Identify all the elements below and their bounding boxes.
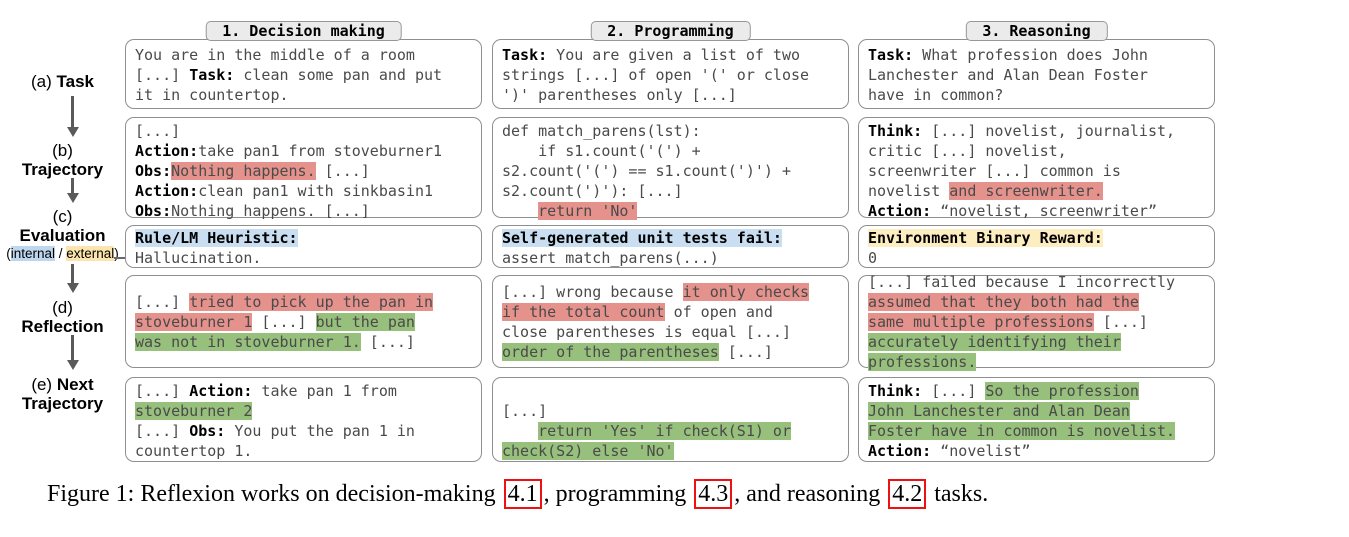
- reflection-text: [...] wrong because it only checks if th…: [502, 282, 810, 361]
- reflection-box-reasoning: [...] failed because I incorrectly assum…: [858, 273, 1215, 371]
- task-box-decision-making: You are in the middle of a room [...] Ta…: [125, 39, 482, 109]
- evaluation-box-decision-making: Rule/LM Heuristic: Hallucination.: [125, 225, 482, 268]
- reflection-text: [...] tried to pick up the pan in stoveb…: [135, 292, 434, 351]
- evaluation-box-programming: Self-generated unit tests fail: assert m…: [492, 225, 849, 268]
- stage-label-task: (a) Task: [31, 72, 94, 91]
- next-trajectory-box-decision-making: [...] Action: take pan 1 from stoveburne…: [125, 377, 482, 462]
- section-ref-link[interactable]: 4.2: [888, 479, 927, 509]
- section-ref-link[interactable]: 4.1: [503, 479, 542, 509]
- reflection-box-decision-making: [...] tried to pick up the pan in stoveb…: [125, 275, 482, 368]
- figure-caption: Figure 1: Reflexion works on decision-ma…: [47, 479, 989, 509]
- next-trajectory-box-reasoning: Think: [...] So the profession John Lanc…: [858, 377, 1215, 462]
- task-box-programming: Task: You are given a list of two string…: [492, 39, 849, 109]
- task-box-reasoning: Task: What profession does John Lanchest…: [858, 39, 1215, 109]
- trajectory-box-programming: def match_parens(lst): if s1.count('(') …: [492, 117, 849, 220]
- stage-label-evaluation: (c) Evaluation: [19, 207, 106, 245]
- flow-arrow-reflection-to-next: [71, 335, 74, 361]
- trajectory-box-decision-making: [...] Action:take pan1 from stoveburner1…: [125, 117, 482, 220]
- column-programming: 2. Programming Task: You are given a lis…: [492, 0, 849, 470]
- column-header-reasoning: 3. Reasoning: [965, 21, 1108, 41]
- flow-arrow-evaluation-to-reflection: [71, 264, 74, 284]
- next-trajectory-box-programming: [...] return 'Yes' if check(S1) or check…: [492, 377, 849, 462]
- evaluation-box-reasoning: Environment Binary Reward: 0: [858, 225, 1215, 268]
- stage-label-reflection: (d) Reflection: [21, 298, 104, 336]
- flow-arrow-trajectory-to-evaluation: [71, 178, 74, 194]
- section-ref-link[interactable]: 4.3: [694, 479, 733, 509]
- flow-arrow-task-to-trajectory: [71, 96, 74, 128]
- trajectory-box-reasoning: Think: [...] novelist, journalist, criti…: [858, 117, 1215, 220]
- column-reasoning: 3. Reasoning Task: What profession does …: [858, 0, 1215, 470]
- stage-sublabel-internal-external: (internal / external): [6, 246, 119, 261]
- stage-label-next-trajectory: (e) Next Trajectory: [21, 375, 104, 413]
- reflection-box-programming: [...] wrong because it only checks if th…: [492, 275, 849, 368]
- column-decision-making: 1. Decision making You are in the middle…: [125, 0, 482, 470]
- column-header-programming: 2. Programming: [590, 21, 751, 41]
- reflection-text: [...] failed because I incorrectly assum…: [868, 272, 1176, 371]
- column-header-decision-making: 1. Decision making: [205, 21, 402, 41]
- stage-label-trajectory: (b) Trajectory: [21, 141, 104, 179]
- label-connector-line: [114, 257, 127, 259]
